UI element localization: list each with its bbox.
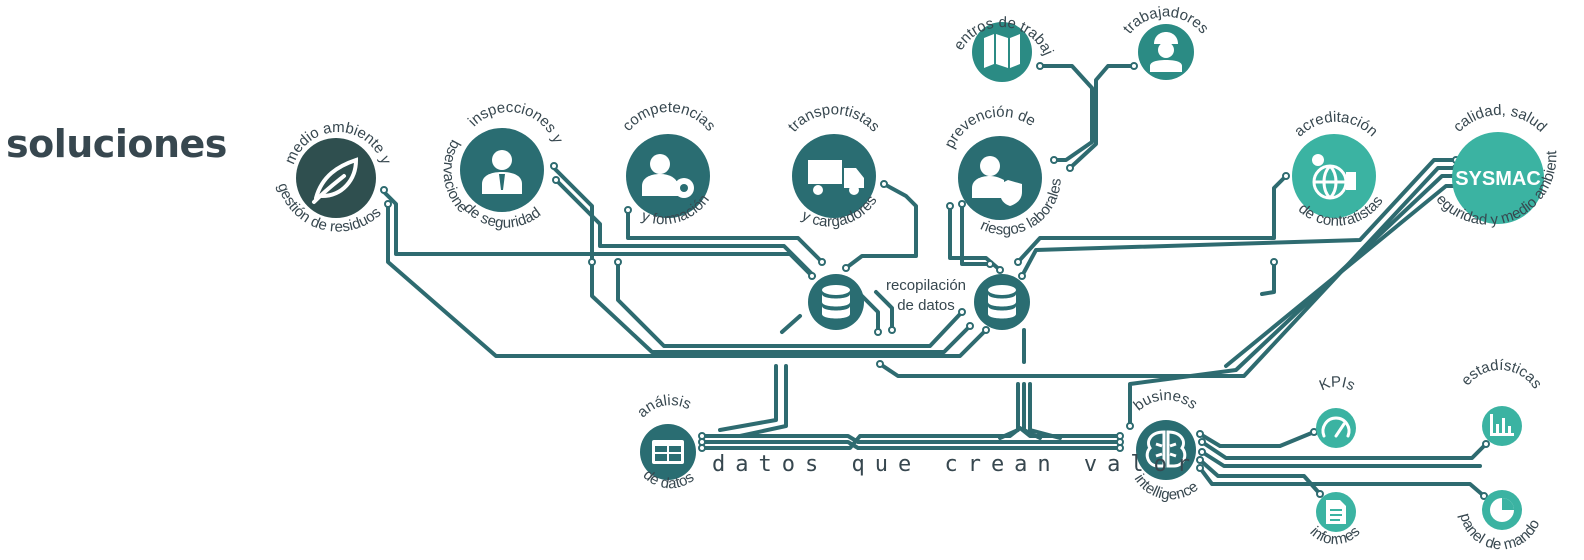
database-icon — [822, 285, 850, 319]
label-sysmac-top: calidad, salud — [1450, 102, 1550, 136]
label-inspecciones-top2: observaciones — [0, 0, 471, 216]
svg-text:transportistas: transportistas — [785, 101, 883, 135]
user-gear-icon — [642, 154, 694, 198]
label-analisis-top: análisis — [634, 392, 694, 421]
node-centros[interactable]: centros de trabajo — [0, 0, 1057, 82]
database-icon — [988, 285, 1016, 319]
node-recopilacion[interactable]: recopilación de datos — [808, 274, 1030, 330]
svg-text:KPIs: KPIs — [1317, 373, 1358, 394]
user-shield-icon — [972, 156, 1022, 206]
svg-text:observaciones: observaciones — [0, 0, 471, 216]
node-kpis[interactable]: KPIs — [1316, 373, 1358, 448]
document-icon — [1326, 500, 1346, 524]
svg-text:centros de trabajo: centros de trabajo — [0, 0, 1057, 58]
node-acreditacion[interactable]: acreditación de contratistas — [1291, 109, 1387, 230]
node-transportistas[interactable]: transportistas y cargadores — [785, 101, 883, 230]
svg-text:competencias: competencias — [619, 99, 719, 135]
label-competencias-top: competencias — [619, 99, 719, 135]
node-prevencion[interactable]: prevención de riesgos laborales — [941, 104, 1065, 239]
trace-endpoints — [380, 62, 1490, 500]
node-analisis[interactable]: análisis de datos — [634, 392, 697, 492]
hardhat-worker-icon — [1150, 32, 1182, 72]
bar-chart-icon — [1490, 414, 1514, 436]
node-estadisticas[interactable]: estadísticas — [1458, 357, 1545, 446]
circuit-traces — [382, 64, 1488, 498]
sysmac-logo: SYSMAC — [1455, 168, 1541, 190]
label-kpis-top: KPIs — [1317, 373, 1358, 394]
label-recopilacion-line2: de datos — [897, 297, 955, 314]
label-recopilacion-line1: recopilación — [886, 277, 966, 294]
svg-text:calidad, salud: calidad, salud — [1450, 102, 1550, 136]
page-title: soluciones — [6, 122, 227, 166]
label-centros-top: centros de trabajo — [0, 0, 1057, 58]
person-suit-icon — [482, 150, 522, 194]
tagline: datos que crean valor — [712, 452, 1201, 477]
node-competencias[interactable]: competencias y formación — [619, 99, 719, 228]
svg-text:análisis: análisis — [634, 392, 694, 421]
label-transportistas-top: transportistas — [785, 101, 883, 135]
pie-chart-icon — [1490, 498, 1514, 522]
globe-industry-icon — [1312, 154, 1356, 200]
map-icon — [984, 34, 1020, 68]
brain-icon — [1145, 430, 1187, 468]
svg-text:estadísticas: estadísticas — [1458, 357, 1545, 392]
label-bi-top: business — [1130, 387, 1200, 414]
svg-text:business: business — [1130, 387, 1200, 414]
truck-icon — [808, 160, 864, 195]
gauge-icon — [1321, 416, 1351, 438]
node-panel[interactable]: panel de mando — [1456, 490, 1543, 553]
node-medio-ambiente[interactable]: medio ambiente y gestión de residuos — [274, 119, 395, 236]
node-business-intelligence[interactable]: business intelligence — [1130, 387, 1201, 504]
label-estadisticas-top: estadísticas — [1458, 357, 1545, 392]
leaf-icon — [312, 157, 359, 204]
node-informes[interactable]: informes — [1307, 492, 1364, 549]
table-icon — [652, 440, 684, 464]
